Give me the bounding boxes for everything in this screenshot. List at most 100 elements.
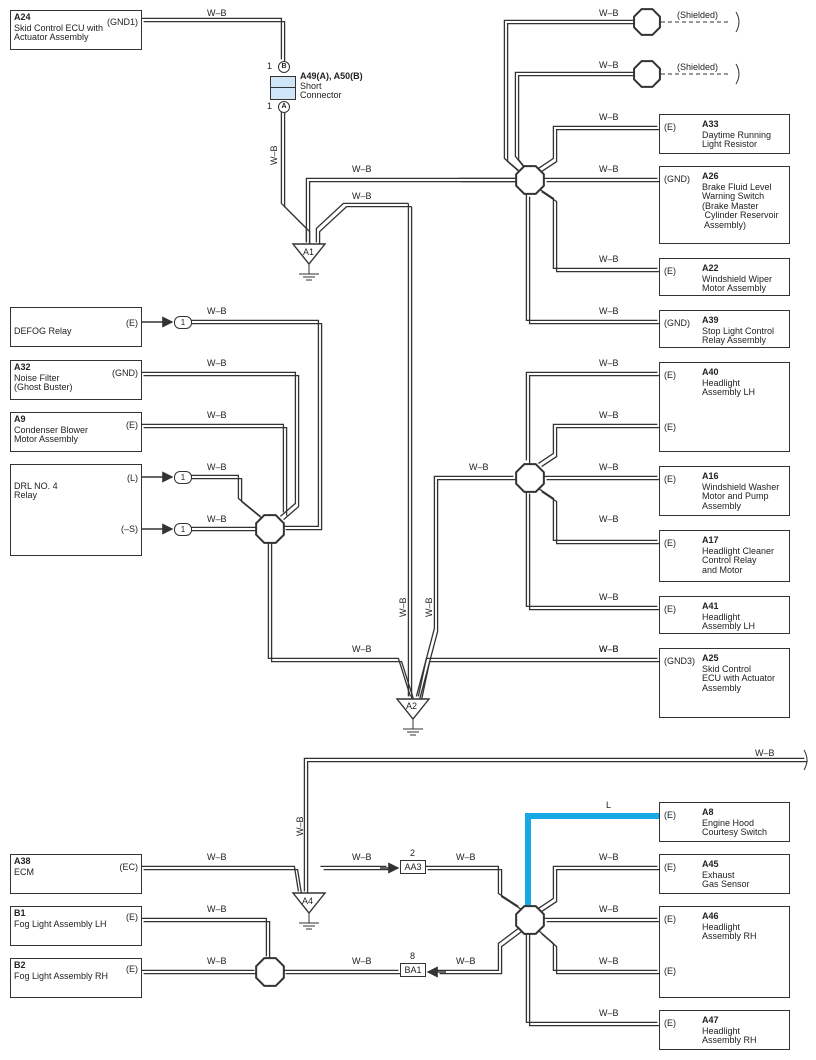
wire-label: W–B <box>207 8 227 18</box>
pin-label: (E) <box>664 122 676 132</box>
junction-connector: 1 <box>174 471 192 484</box>
component-code: A22 <box>702 263 719 273</box>
wire-label: W–B <box>755 748 775 758</box>
component-a17: A17 Headlight Cleaner Control Relay and … <box>659 530 790 582</box>
component-code: A47 <box>702 1015 719 1025</box>
wire-blue-l <box>525 813 659 906</box>
pin-label: (E) <box>664 474 676 484</box>
component-name: Noise Filter (Ghost Buster) <box>14 373 73 393</box>
wire-wb <box>143 868 303 895</box>
wire-wb <box>267 540 412 697</box>
shielded-label: (Shielded) <box>677 10 719 20</box>
wire-label: W–B <box>456 956 476 966</box>
component-name: Headlight Cleaner Control Relay and Moto… <box>702 546 775 575</box>
wire-wb <box>424 865 519 907</box>
wire-break-mark <box>803 749 808 771</box>
component-a8: A8 Engine Hood Courtesy Switch (E) <box>659 802 790 842</box>
component-defog-relay: DEFOG Relay (E) <box>10 307 142 347</box>
pin-label: (E) <box>126 964 138 974</box>
component-code: A39 <box>702 315 719 325</box>
component-name: Brake Fluid Level Warning Switch (Brake … <box>702 182 779 230</box>
wire-label: W–B <box>599 254 619 264</box>
wire-label: W–B <box>599 852 619 862</box>
wire-wb <box>538 423 658 464</box>
component-code: A40 <box>702 367 719 377</box>
component-a16: A16 Windshield Washer Motor and Pump Ass… <box>659 466 790 516</box>
component-name: Engine Hood Courtesy Switch <box>702 818 768 838</box>
wire-wb <box>140 917 268 957</box>
component-code: B1 <box>14 908 26 918</box>
wire-label: W–B <box>599 1008 619 1018</box>
wire-wb <box>140 17 283 60</box>
wire-wb <box>517 74 647 171</box>
component-name: Headlight Assembly LH <box>702 612 756 632</box>
wire-label: W–B <box>599 514 619 524</box>
wire-wb <box>318 205 412 246</box>
wire-wb <box>140 371 297 517</box>
wire-label: W–B <box>599 644 619 654</box>
wire-wb <box>270 543 415 700</box>
wire-label: W–B <box>352 644 372 654</box>
wire-label: W–B <box>599 112 619 122</box>
wire-label: W–B <box>456 852 476 862</box>
connector-pin-number: 2 <box>410 848 416 858</box>
pin-number-a: 1 <box>267 101 273 111</box>
shielded-label: (Shielded) <box>677 62 719 72</box>
component-code: A41 <box>702 601 719 611</box>
connector-aa3: AA3 <box>400 860 426 874</box>
wire-wb <box>538 865 658 909</box>
ground-a2-symbol <box>395 698 431 736</box>
component-code: A24 <box>14 12 31 22</box>
component-name: Fog Light Assembly RH <box>14 971 109 981</box>
component-code: A45 <box>702 859 719 869</box>
wire-wb <box>308 180 530 246</box>
wire-label: W–B <box>469 462 489 472</box>
wire-label: W–B <box>599 358 619 368</box>
component-a40: A40 Headlight Assembly LH (E) (E) <box>659 362 790 452</box>
shield-splice <box>633 8 661 36</box>
wire-wb <box>503 19 644 171</box>
component-a26: A26 Brake Fluid Level Warning Switch (Br… <box>659 166 790 244</box>
wire-label: W–B <box>424 597 434 617</box>
wire-label: W–B <box>207 514 227 524</box>
wire-wb <box>143 20 286 63</box>
splice-point <box>515 165 545 195</box>
wire-wb <box>188 474 261 517</box>
short-connector-a49 <box>270 76 296 100</box>
wire-wb <box>541 426 661 468</box>
wire-wb <box>528 933 661 1027</box>
wire-wb <box>305 177 527 243</box>
component-code: A16 <box>702 471 719 481</box>
component-b2: B2 Fog Light Assembly RH (E) <box>10 958 142 998</box>
component-name: Stop Light Control Relay Assembly <box>702 326 775 346</box>
wire-label: W–B <box>352 191 372 201</box>
ground-a1-label: A1 <box>303 247 315 257</box>
component-a9: A9 Condenser Blower Motor Assembly (E) <box>10 412 142 452</box>
wire-wb <box>143 374 300 521</box>
wire-label: W–B <box>207 904 227 914</box>
wire-label: W–B <box>207 462 227 472</box>
junction-connector: 1 <box>174 523 192 536</box>
component-name: Headlight Assembly LH <box>702 378 756 398</box>
ground-a2-label: A2 <box>406 701 418 711</box>
pin-label-1: (E) <box>664 914 676 924</box>
wire-label: W–B <box>207 956 227 966</box>
connector-pin-number: 8 <box>410 951 416 961</box>
pin-a-circle: A <box>278 101 290 113</box>
wire-wb <box>525 930 658 1024</box>
component-drl-relay: DRL NO. 4 Relay (L) (–S) <box>10 464 142 556</box>
wire-wb <box>525 371 658 461</box>
splice-point <box>515 463 545 493</box>
wire-label: W–B <box>295 816 305 836</box>
pin-label-2: (E) <box>664 966 676 976</box>
component-code: A25 <box>702 653 719 663</box>
component-code: A9 <box>14 414 26 424</box>
pin-label: (E) <box>664 266 676 276</box>
component-a45: A45 Exhaust Gas Sensor (E) <box>659 854 790 894</box>
pin-label: (E) <box>664 810 676 820</box>
pin-label: (E) <box>126 912 138 922</box>
wire-wb <box>439 931 522 975</box>
wire-wb <box>417 657 658 697</box>
component-name: Fog Light Assembly LH <box>14 919 107 929</box>
splice-point <box>515 905 545 935</box>
